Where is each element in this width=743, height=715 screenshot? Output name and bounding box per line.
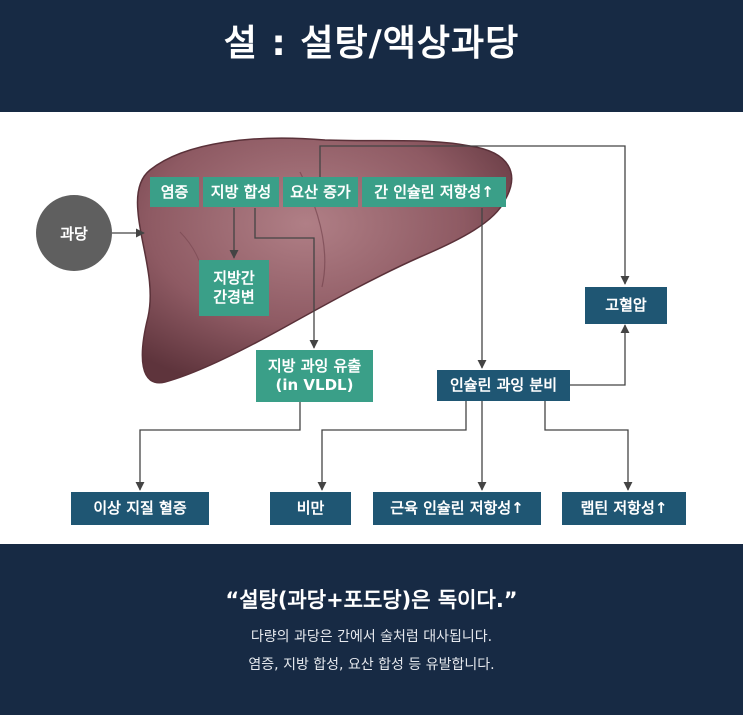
page-title: 설 : 설탕/액상과당 [223,23,520,64]
connectors [112,145,633,491]
uric-acid-box: 요산 증가 [283,177,358,207]
lipid-export-box: 지방 과잉 유출 (in VLDL) [256,350,373,402]
liver-insulin-resistance-box: 간 인슐린 저항성↑ [362,177,506,207]
leptin-resistance-box: 랩틴 저항성↑ [562,492,686,525]
quote-text: “설탕(과당+포도당)은 독이다.” [225,588,518,612]
muscle-insulin-resistance-box: 근육 인슐린 저항성↑ [373,492,541,525]
caption-line-2: 염증, 지방 합성, 요산 합성 등 유발합니다. [248,657,495,673]
hypertension-box: 고혈압 [585,287,667,324]
fat-synthesis-box: 지방 합성 [203,177,279,207]
insulin-excess-box: 인슐린 과잉 분비 [437,370,570,401]
caption-line-1: 다량의 과당은 간에서 술처럼 대사됩니다. [250,629,493,645]
obesity-box: 비만 [270,492,351,525]
dyslipidemia-box: 이상 지질 혈증 [71,492,209,525]
fatty-liver-box: 지방간 간경변 [199,260,269,316]
inflammation-box: 염증 [150,177,199,207]
diagram-panel: 과당 염증 지방 합성 요산 증가 간 인슐린 저항성↑ 지방간 간경변 지방 … [0,112,743,544]
fructose-node: 과당 [36,195,112,271]
